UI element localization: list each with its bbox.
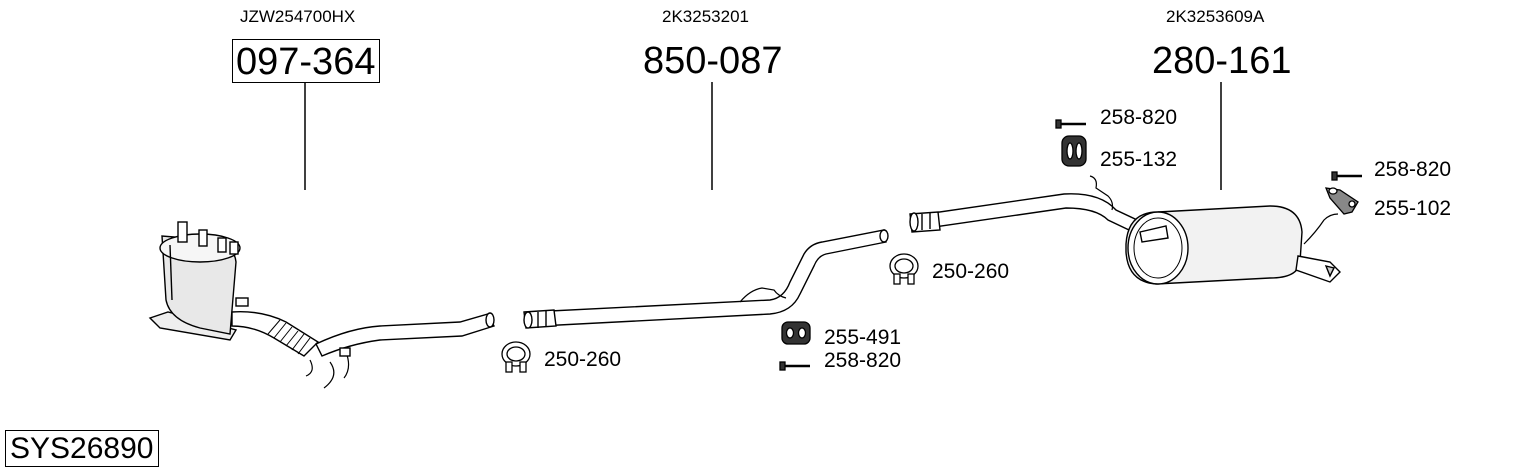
accessory-label-clamp-front[interactable]: 250-260 [544,348,622,371]
bolt-top-icon[interactable] [1055,119,1086,129]
system-code: SYS26890 [5,430,160,467]
rubber-mount-top-icon[interactable] [1061,135,1087,167]
accessory-label-clamp-rear[interactable]: 250-260 [932,260,1010,283]
accessory-label-bracket-right[interactable]: 255-102 [1374,197,1452,220]
bracket-right-icon[interactable] [1324,187,1359,215]
particulate-filter-part[interactable] [148,221,495,389]
clamp-rear-icon[interactable] [889,253,919,285]
rear-silencer-part[interactable] [909,175,1341,285]
accessory-label-bolt-top[interactable]: 258-820 [1100,106,1178,129]
part-number-280-161[interactable]: 280-161 [1152,40,1292,82]
accessory-label-bolt-right[interactable]: 258-820 [1374,158,1452,181]
accessory-label-rubber-top[interactable]: 255-132 [1100,148,1178,171]
middle-silencer-pipe-part[interactable] [523,229,889,329]
clamp-front-icon[interactable] [501,341,531,373]
oe-number-2: 2K3253201 [662,7,749,26]
rubber-mount-mid-icon[interactable] [781,321,811,345]
part-number-097-364[interactable]: 097-364 [232,39,381,83]
accessory-label-rubber-mid[interactable]: 255-491 [824,326,902,349]
oe-number-3: 2K3253609A [1166,7,1265,26]
bolt-right-icon[interactable] [1331,171,1362,181]
part-number-850-087[interactable]: 850-087 [643,40,783,82]
bolt-mid-icon[interactable] [779,361,810,371]
oe-number-1: JZW254700HX [240,7,356,26]
accessory-label-bolt-mid[interactable]: 258-820 [824,349,902,372]
